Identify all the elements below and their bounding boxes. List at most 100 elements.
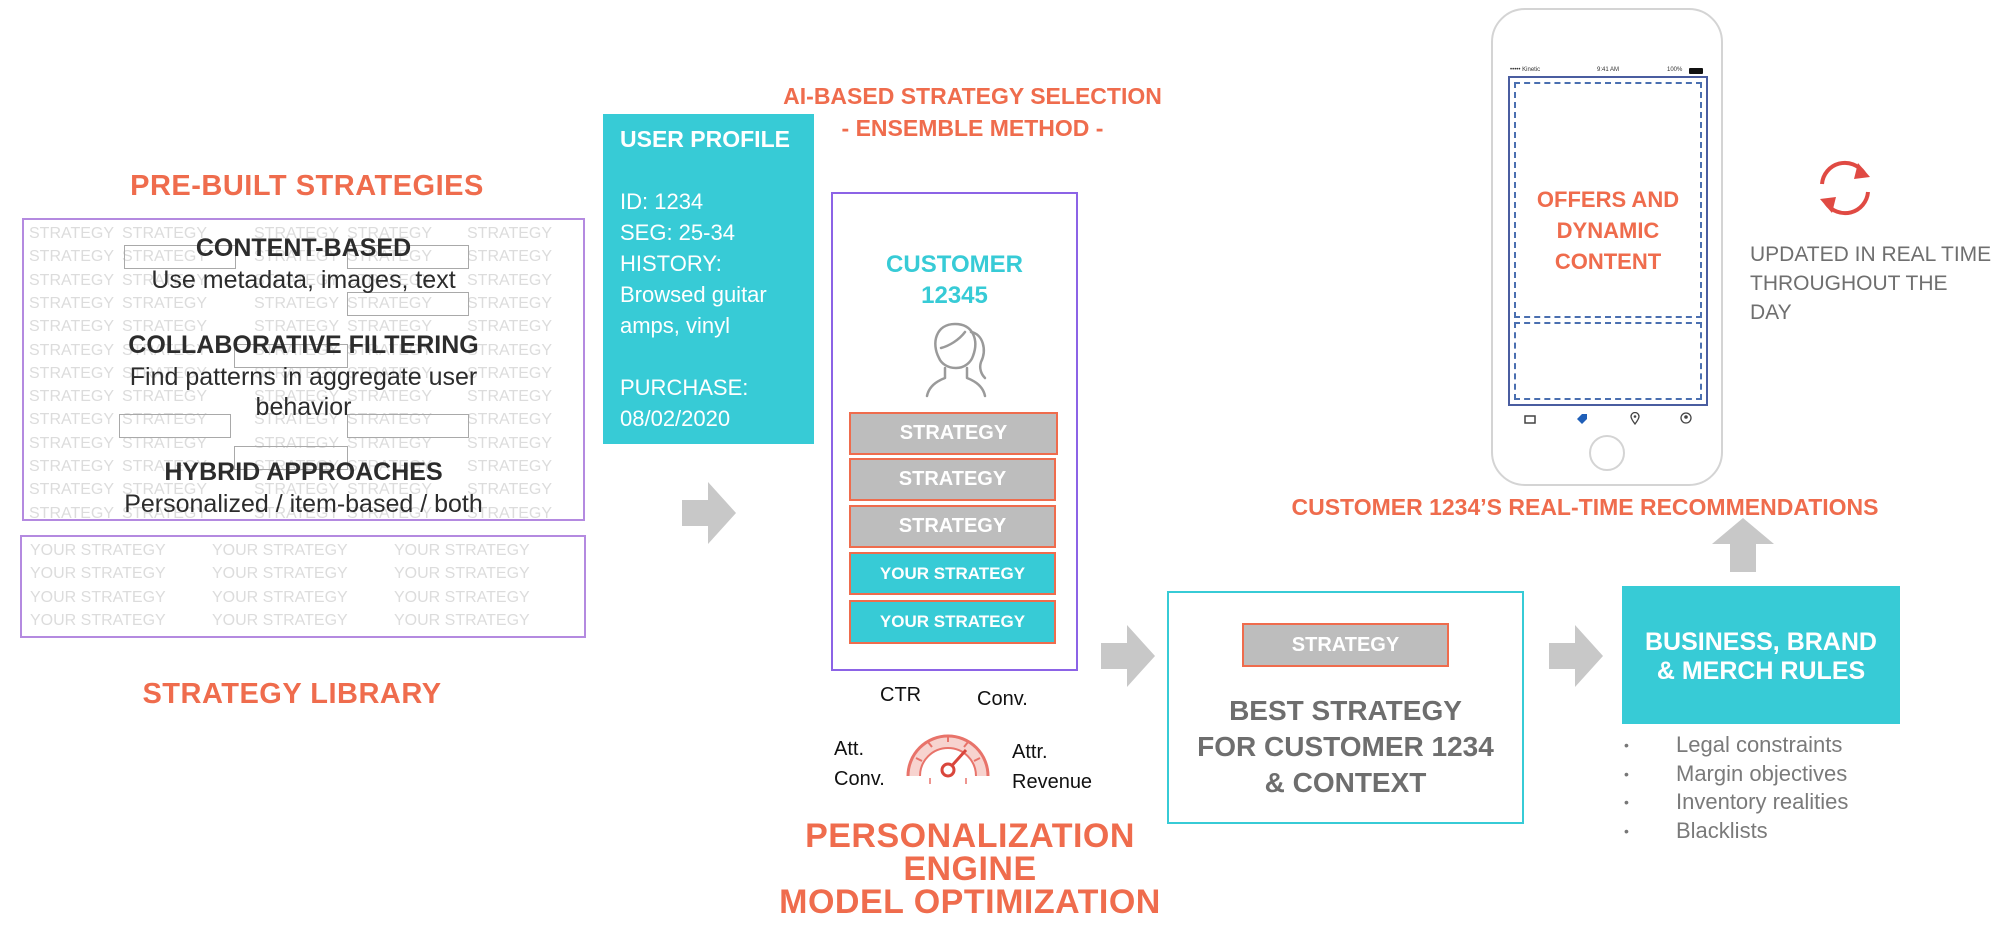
best-strategy-chip: STRATEGY bbox=[1242, 623, 1449, 667]
strategy-library-title: STRATEGY LIBRARY bbox=[142, 678, 442, 710]
strategy-word: STRATEGY bbox=[347, 294, 433, 312]
refresh-sync-icon bbox=[1820, 160, 1870, 216]
engine-title-1: PERSONALIZATION bbox=[805, 817, 1135, 855]
profile-purchase-date: 08/02/2020 bbox=[620, 406, 731, 431]
offers-content-text: OFFERS AND DYNAMIC CONTENT bbox=[1516, 184, 1700, 277]
strategy-word: STRATEGY bbox=[254, 294, 340, 312]
home-tab-icon[interactable] bbox=[1524, 414, 1536, 424]
best-strategy-line-2: FOR CUSTOMER 1234 bbox=[1197, 731, 1494, 762]
outline-box bbox=[119, 414, 231, 438]
your-strategy-option-1: YOUR STRATEGY bbox=[849, 552, 1056, 595]
strategy-word: STRATEGY bbox=[254, 434, 340, 452]
phone-screen: OFFERS AND DYNAMIC CONTENT bbox=[1508, 76, 1708, 406]
strategy-word: STRATEGY bbox=[467, 434, 553, 452]
strategy-word: STRATEGY bbox=[122, 248, 208, 266]
strategy-word: STRATEGY bbox=[347, 318, 433, 336]
phone-battery: 100% bbox=[1667, 67, 1683, 73]
strategy-word: STRATEGY bbox=[467, 364, 553, 382]
content-based-desc: Use metadata, images, text bbox=[151, 266, 456, 294]
strategy-word: STRATEGY bbox=[467, 248, 553, 266]
strategy-word: STRATEGY bbox=[122, 318, 208, 336]
arrow-right-icon bbox=[1549, 625, 1603, 687]
outline-box bbox=[234, 446, 348, 470]
best-strategy-line-3: & CONTEXT bbox=[1264, 767, 1427, 798]
profile-tab-icon[interactable] bbox=[1680, 412, 1692, 424]
your-strategy-word: YOUR STRATEGY bbox=[394, 565, 530, 583]
business-rules-line-1: BUSINESS, BRAND bbox=[1645, 628, 1877, 656]
profile-history-2: amps, vinyl bbox=[620, 313, 731, 338]
business-rules-line-2: & MERCH RULES bbox=[1656, 657, 1866, 685]
strategy-word: STRATEGY bbox=[347, 504, 433, 519]
strategy-word: STRATEGY bbox=[467, 341, 553, 359]
strategy-word: STRATEGY bbox=[347, 481, 433, 499]
business-rule-item: Blacklists bbox=[1624, 817, 1848, 846]
strategy-word: STRATEGY bbox=[467, 318, 553, 336]
strategy-word: STRATEGY bbox=[467, 388, 553, 406]
profile-purchase-label: PURCHASE: bbox=[620, 375, 749, 400]
strategy-word: STRATEGY bbox=[254, 341, 340, 359]
customer-label: CUSTOMER 12345 bbox=[833, 249, 1076, 311]
collaborative-filtering-desc-1: Find patterns in aggregate user bbox=[129, 363, 478, 391]
collaborative-filtering-title: COLLABORATIVE FILTERING bbox=[128, 331, 479, 359]
strategy-word: STRATEGY bbox=[29, 225, 115, 242]
strategy-word: STRATEGY bbox=[122, 411, 208, 429]
strategy-word: STRATEGY bbox=[347, 364, 433, 382]
strategy-word: STRATEGY bbox=[467, 504, 553, 519]
strategy-word: STRATEGY bbox=[347, 248, 433, 266]
best-strategy-text: BEST STRATEGY FOR CUSTOMER 1234 & CONTEX… bbox=[1169, 693, 1522, 801]
strategy-word: STRATEGY bbox=[29, 318, 115, 336]
gauge-att-1: Att. bbox=[834, 738, 865, 760]
your-strategy-word: YOUR STRATEGY bbox=[394, 588, 530, 606]
gauge-conv-label: Conv. bbox=[977, 688, 1028, 710]
phone-carrier: ••••• Kinetic bbox=[1510, 67, 1541, 73]
phone-mockup: ••••• Kinetic 9:41 AM 100% OFFERS AND DY… bbox=[1491, 8, 1723, 486]
arrow-right-icon bbox=[682, 482, 736, 544]
phone-home-button bbox=[1589, 435, 1625, 471]
offers-content-area: OFFERS AND DYNAMIC CONTENT bbox=[1514, 82, 1702, 318]
battery-icon bbox=[1689, 68, 1703, 74]
gauge-ctr-label: CTR bbox=[880, 684, 922, 706]
strategy-word: STRATEGY bbox=[122, 434, 208, 452]
strategy-word: STRATEGY bbox=[29, 388, 115, 406]
profile-id: ID: 1234 bbox=[620, 189, 704, 214]
strategy-option-2: STRATEGY bbox=[849, 458, 1056, 501]
phone-tab-bar bbox=[1508, 406, 1708, 432]
strategy-word: STRATEGY bbox=[254, 411, 340, 429]
strategy-word: STRATEGY bbox=[29, 341, 115, 359]
outline-box bbox=[234, 344, 348, 368]
strategy-option-1: STRATEGY bbox=[849, 412, 1058, 455]
recommendations-title: CUSTOMER 1234’S REAL-TIME RECOMMENDATION… bbox=[1291, 494, 1879, 520]
content-based-title: CONTENT-BASED bbox=[195, 234, 412, 262]
tag-tab-icon[interactable] bbox=[1576, 413, 1588, 425]
strategy-word: STRATEGY bbox=[122, 294, 208, 312]
best-strategy-panel: STRATEGY BEST STRATEGY FOR CUSTOMER 1234… bbox=[1167, 591, 1524, 824]
business-rules-card: BUSINESS, BRAND & MERCH RULES bbox=[1622, 586, 1900, 724]
strategy-word: STRATEGY bbox=[347, 225, 433, 242]
ai-selection-title: AI-BASED STRATEGY SELECTION - ENSEMBLE M… bbox=[760, 80, 1185, 144]
outline-box bbox=[347, 414, 469, 438]
strategy-word: STRATEGY bbox=[467, 225, 553, 242]
realtime-line-1: UPDATED IN REAL TIME bbox=[1750, 243, 1992, 266]
strategy-word: STRATEGY bbox=[29, 481, 115, 499]
gauge-att-2: Conv. bbox=[834, 768, 885, 790]
your-strategy-grid: YOUR STRATEGY YOUR STRATEGY YOUR STRATEGY Y… bbox=[22, 537, 584, 636]
strategy-word: STRATEGY bbox=[467, 458, 553, 475]
collaborative-filtering-desc-2: behavior bbox=[255, 393, 352, 421]
strategy-word: STRATEGY bbox=[254, 458, 340, 475]
prebuilt-strategies-panel: STRATEGY STRATEGY STRATEGY STRATEGY STRATEGY… bbox=[22, 218, 585, 521]
realtime-update-text: UPDATED IN REAL TIME THROUGHOUT THE DAY bbox=[1750, 240, 1995, 327]
speedometer-icon bbox=[906, 734, 990, 784]
strategy-word: STRATEGY bbox=[29, 271, 115, 289]
user-profile-details: ID: 1234 SEG: 25-34 HISTORY: Browsed gui… bbox=[620, 186, 767, 434]
strategy-grid-background: STRATEGY STRATEGY STRATEGY STRATEGY STRATEGY… bbox=[24, 220, 583, 519]
strategy-word: STRATEGY bbox=[254, 271, 340, 289]
outline-box bbox=[347, 292, 469, 316]
customer-label-2: 12345 bbox=[921, 282, 988, 309]
your-strategy-word: YOUR STRATEGY bbox=[30, 565, 166, 583]
strategy-word: STRATEGY bbox=[254, 364, 340, 382]
profile-history-label: HISTORY: bbox=[620, 251, 722, 276]
your-strategy-word: YOUR STRATEGY bbox=[212, 565, 348, 583]
location-pin-icon[interactable] bbox=[1630, 412, 1640, 425]
strategy-word: STRATEGY bbox=[122, 271, 208, 289]
offers-line-2: DYNAMIC bbox=[1556, 218, 1660, 243]
